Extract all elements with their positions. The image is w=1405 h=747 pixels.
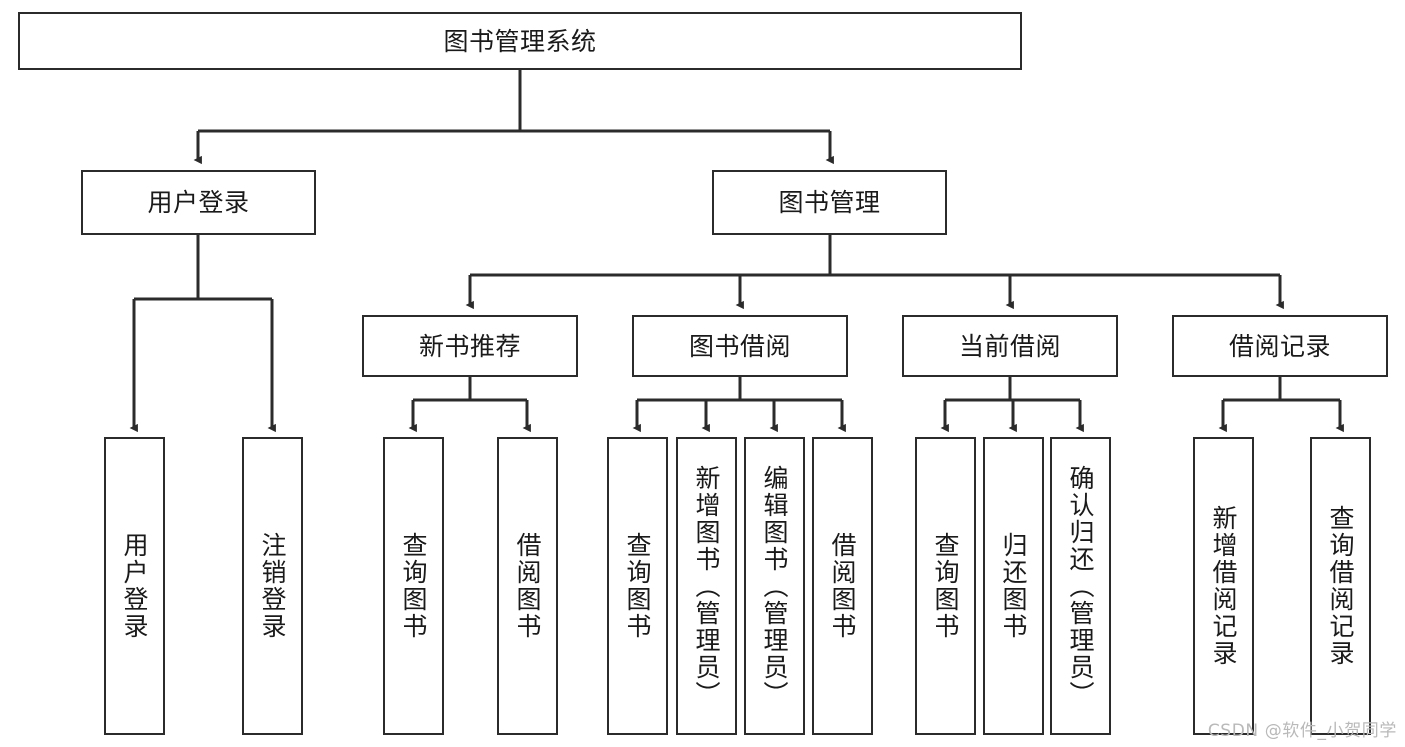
leaf-edit-book-admin[interactable]: 编辑图书（管理员） [744, 437, 805, 735]
leaf-add-book-admin[interactable]: 新增图书（管理员） [676, 437, 737, 735]
leaf-query-book-recommend[interactable]: 查询图书 [383, 437, 444, 735]
watermark-text: CSDN @软件_小贺同学 [1207, 721, 1397, 741]
leaf-query-borrow-record[interactable]: 查询借阅记录 [1310, 437, 1371, 735]
node-label: 用户登录 [147, 188, 250, 217]
node-label: 查询图书 [931, 532, 960, 640]
leaf-add-borrow-record[interactable]: 新增借阅记录 [1193, 437, 1254, 735]
node-label: 新增借阅记录 [1209, 505, 1238, 667]
node-label: 借阅图书 [828, 532, 857, 640]
node-label: 新增图书（管理员） [692, 464, 721, 708]
node-label: 查询借阅记录 [1326, 505, 1355, 667]
node-borrow-record[interactable]: 借阅记录 [1172, 315, 1388, 377]
node-label: 图书借阅 [688, 331, 791, 361]
leaf-confirm-return-admin[interactable]: 确认归还（管理员） [1050, 437, 1111, 735]
node-label: 查询图书 [399, 532, 428, 640]
node-label: 查询图书 [623, 532, 652, 640]
node-book-borrow[interactable]: 图书借阅 [632, 315, 848, 377]
node-label: 新书推荐 [418, 331, 521, 361]
node-label: 借阅图书 [513, 532, 542, 640]
leaf-query-book-borrow[interactable]: 查询图书 [607, 437, 668, 735]
node-label: 用户登录 [120, 532, 149, 640]
node-label: 借阅记录 [1228, 331, 1331, 361]
leaf-borrow-book-recommend[interactable]: 借阅图书 [497, 437, 558, 735]
leaf-return-book[interactable]: 归还图书 [983, 437, 1044, 735]
node-label: 图书管理系统 [443, 26, 597, 56]
leaf-query-book-current[interactable]: 查询图书 [915, 437, 976, 735]
leaf-user-login[interactable]: 用户登录 [104, 437, 165, 735]
node-root-book-management-system[interactable]: 图书管理系统 [18, 12, 1022, 70]
node-label: 编辑图书（管理员） [760, 464, 789, 708]
node-new-book-recommendation[interactable]: 新书推荐 [362, 315, 578, 377]
leaf-logout-login[interactable]: 注销登录 [242, 437, 303, 735]
node-user-login[interactable]: 用户登录 [81, 170, 316, 235]
node-current-borrow[interactable]: 当前借阅 [902, 315, 1118, 377]
node-label: 归还图书 [999, 532, 1028, 640]
node-label: 确认归还（管理员） [1066, 464, 1095, 708]
node-book-management[interactable]: 图书管理 [712, 170, 947, 235]
node-label: 注销登录 [258, 532, 287, 640]
node-label: 图书管理 [778, 188, 881, 217]
node-label: 当前借阅 [958, 331, 1061, 361]
leaf-borrow-book[interactable]: 借阅图书 [812, 437, 873, 735]
